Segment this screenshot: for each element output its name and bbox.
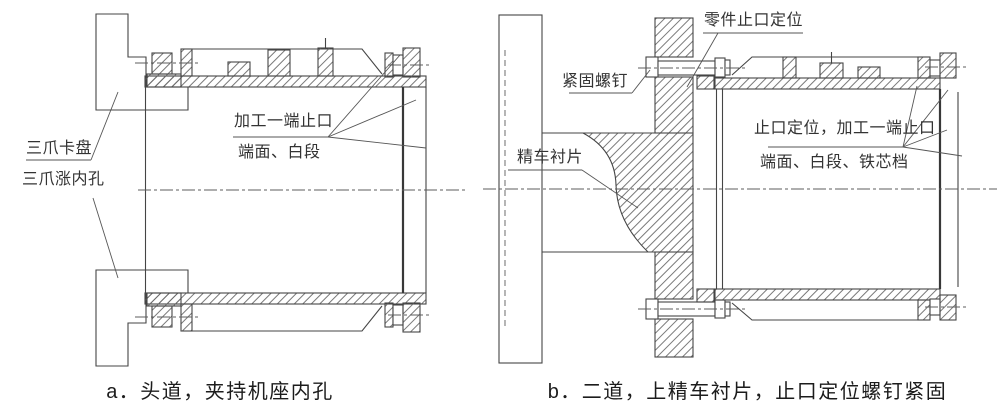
liner-section [542,17,694,358]
clamp-screw-bottom [638,298,748,320]
spigot-joint-bottom [696,288,715,303]
housing-b-ribs [782,52,881,79]
label-part-spigot: 零件止口定位 [704,12,804,29]
label-liner: 精车衬片 [517,149,584,166]
housing-a-left-flange [135,48,198,332]
clamp-screw-top [638,56,748,78]
label-machining-a-line1: 加工一端止口 [234,113,334,130]
chuck-jaw-bottom [95,269,189,367]
label-machining-b-line1: 止口定位，加工一端止口 [754,120,936,137]
label-chuck-line1: 三爪卡盘 [26,140,93,157]
panel-b-leaders [508,32,963,209]
panel-b-drawing [483,14,997,364]
housing-b-section [714,56,959,321]
panel-a-leaders [26,54,427,279]
housing-b-right-flange [917,52,966,321]
spigot-joint-top [696,75,715,90]
chuck-jaw-top [95,13,189,111]
label-machining-b-line2: 端面、白段、铁芯档 [760,154,909,171]
caption-panel-b: b．二道，上精车衬片，止口定位螺钉紧固 [547,381,948,403]
label-screw: 紧固螺钉 [562,73,629,90]
panel-a-drawing [26,13,468,367]
housing-a-ribs [227,38,334,77]
label-chuck-line2: 三爪涨内孔 [22,171,105,188]
label-machining-a-line2: 端面、白段 [238,144,321,161]
caption-panel-a: a．头道，夹持机座内孔 [106,381,334,403]
housing-a-right-flange [384,47,430,333]
